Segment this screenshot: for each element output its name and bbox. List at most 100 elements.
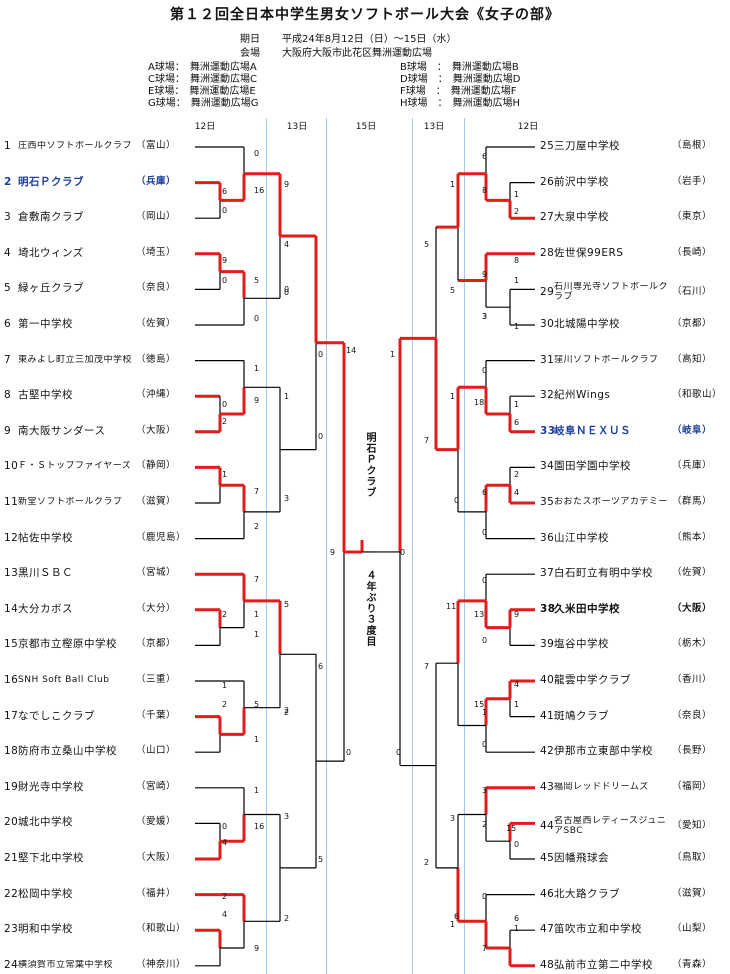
score-label: 6	[318, 662, 324, 671]
team-name: 第一中学校	[18, 318, 73, 330]
team-name: 塩谷中学校	[554, 638, 609, 651]
day-header-left-12: 12日	[194, 122, 216, 132]
team-prefecture: （栃木）	[672, 638, 713, 650]
score-label: 2	[222, 610, 228, 619]
team-entry: 13黒川ＳＢＣ（宮城）	[4, 567, 176, 579]
score-label: 11	[446, 602, 457, 611]
team-name: 山江中学校	[554, 531, 609, 544]
team-prefecture: （三重）	[136, 674, 177, 685]
score-label: 2	[254, 522, 260, 531]
bracket-divider	[326, 118, 327, 974]
team-entry: 12帖佐中学校（鹿児島）	[4, 532, 186, 544]
team-entry: 18防府市立桑山中学校（山口）	[4, 745, 176, 757]
team-name: 庄西中ソフトボールクラブ	[18, 141, 133, 151]
team-prefecture: （和歌山）	[672, 389, 723, 401]
team-number: 11	[4, 496, 19, 508]
score-label: 1	[254, 610, 260, 619]
team-name: 佐世保99ERS	[554, 246, 624, 259]
team-name: 久米田中学校	[554, 602, 620, 615]
score-label: 0	[482, 892, 488, 901]
team-name: 紀州Wings	[554, 389, 611, 402]
team-entry: 17なでしこクラブ（千葉）	[4, 710, 176, 722]
bracket-divider	[412, 118, 413, 974]
score-label: 0	[514, 840, 520, 849]
team-name: 堅下北中学校	[18, 852, 84, 864]
team-prefecture: （奈良）	[136, 282, 177, 294]
team-entry: 35おおたスポーツアカデミー（群馬）	[540, 496, 712, 508]
team-prefecture: （滋賀）	[136, 496, 177, 507]
team-number: 38	[540, 602, 556, 615]
score-label: 7	[254, 487, 260, 496]
team-prefecture: （宮崎）	[136, 780, 177, 792]
team-name: 南大阪サンダース	[18, 424, 106, 437]
score-label: 2	[284, 708, 290, 717]
team-prefecture: （大阪）	[136, 424, 177, 436]
team-prefecture: （愛知）	[672, 820, 713, 832]
team-entry: 42伊那市立東部中学校（長野）	[540, 745, 712, 757]
score-label: 0	[254, 314, 260, 323]
team-prefecture: （青森）	[672, 958, 713, 970]
team-name: 古堅中学校	[18, 389, 73, 402]
team-number: 45	[540, 852, 555, 864]
score-label: 9	[514, 610, 520, 619]
score-label: 0	[222, 400, 228, 409]
score-label: 2	[222, 700, 228, 709]
team-number: 31	[540, 353, 555, 366]
score-label: 1	[284, 392, 290, 401]
team-entry: 27大泉中学校（東京）	[540, 211, 712, 223]
score-label: 15	[474, 700, 485, 709]
team-entry: 31窪川ソフトボールクラブ（高知）	[540, 354, 712, 366]
score-label: 4	[514, 680, 520, 689]
team-prefecture: （大阪）	[136, 852, 177, 863]
team-entry: 41斑鳩クラブ（奈良）	[540, 710, 712, 722]
team-name: 新堂ソフトボールクラブ	[18, 497, 123, 507]
team-prefecture: （大阪）	[672, 602, 713, 614]
team-prefecture: （福井）	[136, 887, 177, 899]
team-number: 21	[4, 852, 19, 864]
team-number: 37	[540, 567, 555, 580]
team-entry: 23明和中学校（和歌山）	[4, 923, 186, 935]
field-f: F球場 ： 舞洲運動広場F	[400, 86, 517, 97]
score-label: 3	[284, 494, 290, 503]
score-label: 3	[482, 312, 488, 321]
score-label: 8	[514, 256, 520, 265]
score-label: 6	[514, 914, 520, 923]
team-prefecture: （埼玉）	[136, 246, 177, 258]
score-label: 13	[474, 610, 485, 619]
team-number: 9	[4, 424, 12, 437]
score-label: 0	[454, 496, 460, 505]
team-name: おおたスポーツアカデミー	[554, 497, 668, 507]
team-name: 前沢中学校	[554, 175, 609, 188]
team-entry: 33岐阜ＮＥＸＵＳ（岐阜）	[540, 425, 712, 437]
team-entry: 44名古屋西レディースジュニアSBC（愛知）	[540, 816, 712, 836]
score-label: 6	[454, 912, 460, 921]
team-prefecture: （京都）	[672, 318, 713, 329]
score-label: 0	[222, 822, 228, 831]
score-label: 1	[450, 180, 456, 189]
team-number: 15	[4, 638, 19, 651]
team-prefecture: （愛媛）	[136, 816, 177, 828]
team-name: 大分カボス	[18, 602, 73, 615]
score-label: 6	[482, 152, 488, 161]
team-number: 5	[4, 282, 12, 295]
score-label: 7	[424, 436, 430, 445]
team-prefecture: （山梨）	[672, 923, 713, 935]
team-number: 30	[540, 318, 555, 330]
team-name: 因幡飛球会	[554, 852, 609, 864]
team-entry: 15京都市立樫原中学校（京都）	[4, 638, 176, 650]
date-value: 平成24年8月12日（日）〜15日（水）	[282, 34, 457, 45]
score-label: 1	[514, 190, 520, 199]
score-label: 14	[346, 346, 357, 355]
score-label: 0	[482, 366, 488, 375]
score-label: 16	[254, 186, 265, 195]
field-b: B球場 ： 舞洲運動広場B	[400, 62, 519, 73]
page-title: 第１２回全日本中学生男女ソフトボール大会《女子の部》	[170, 7, 560, 23]
score-label: 5	[318, 855, 324, 864]
team-prefecture: （和歌山）	[136, 923, 187, 935]
score-label: 0	[400, 548, 406, 557]
team-prefecture: （香川）	[672, 674, 713, 685]
score-label: 1	[514, 322, 520, 331]
